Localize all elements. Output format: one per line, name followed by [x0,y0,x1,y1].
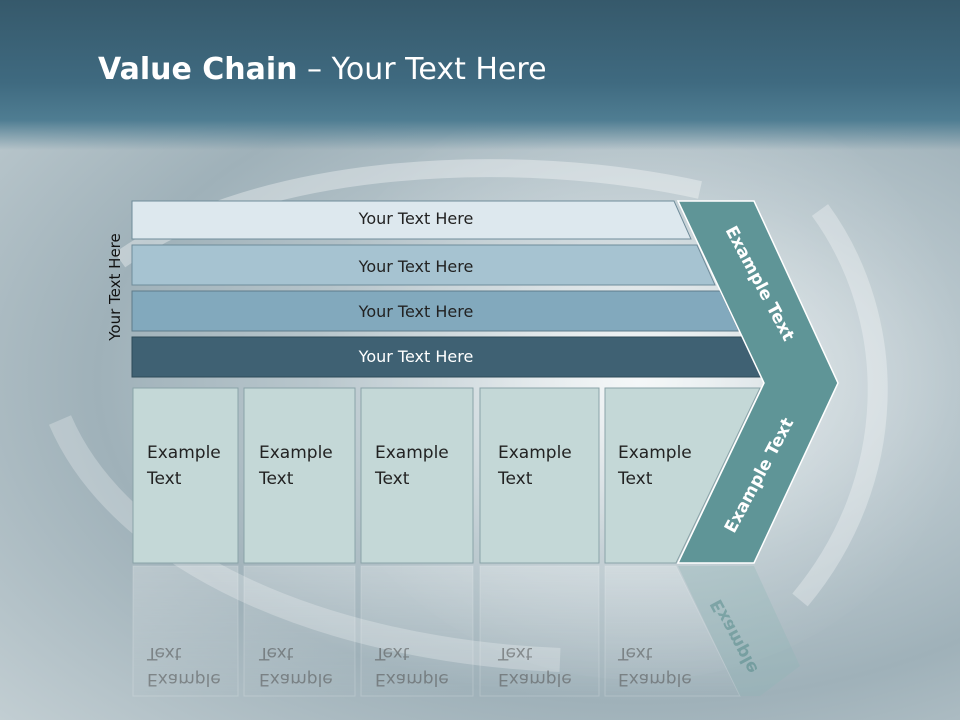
primary-cell-1: Example Text [132,387,239,564]
primary-cell-1-shape [132,387,239,564]
svg-text:Example: Example [259,669,333,689]
activity-bar-2-shape [131,244,716,286]
primary-cell-5: Example Text [604,387,761,564]
activity-bar-4: Your Text Here [131,336,765,378]
primary-cell-5-line1: Example [618,443,692,463]
svg-text:Example: Example [147,669,221,689]
primary-cell-4-shape [479,387,600,564]
diagram-reflection: Example Text Example Text Example Text E… [132,565,800,697]
primary-cell-4: Example Text [479,387,600,564]
svg-text:Text: Text [146,643,182,663]
primary-cell-5-line2: Text [617,469,653,489]
activity-bar-2: Your Text Here [131,244,716,286]
primary-cell-1-line1: Example [147,443,221,463]
svg-text:Text: Text [258,643,294,663]
svg-text:Example: Example [618,669,692,689]
title-bar [0,0,960,150]
primary-cell-1-line2: Text [146,469,182,489]
activity-bar-3-label: Your Text Here [358,302,474,321]
activity-bar-3: Your Text Here [131,290,740,332]
activity-bar-1: Your Text Here [131,200,692,240]
svg-text:Example: Example [498,669,572,689]
svg-text:Text: Text [497,643,533,663]
activity-bar-1-shape [131,200,692,240]
primary-cell-2-line1: Example [259,443,333,463]
primary-cell-5-shape [604,387,761,564]
svg-text:Example: Example [375,669,449,689]
primary-cell-3: Example Text [360,387,474,564]
svg-text:Text: Text [374,643,410,663]
svg-text:Text: Text [617,643,653,663]
activity-bar-2-label: Your Text Here [358,257,474,276]
margin-chevron-shape [676,200,839,564]
primary-cell-3-shape [360,387,474,564]
primary-cell-3-line1: Example [375,443,449,463]
slide-title: Value Chain – Your Text Here [98,52,547,87]
primary-cell-2-line2: Text [258,469,294,489]
primary-cell-4-line1: Example [498,443,572,463]
activity-bar-4-label: Your Text Here [358,347,474,366]
activity-bar-1-label: Your Text Here [358,209,474,228]
primary-cell-4-line2: Text [497,469,533,489]
primary-cell-2-shape [243,387,356,564]
primary-cell-2: Example Text [243,387,356,564]
primary-cell-3-line2: Text [374,469,410,489]
